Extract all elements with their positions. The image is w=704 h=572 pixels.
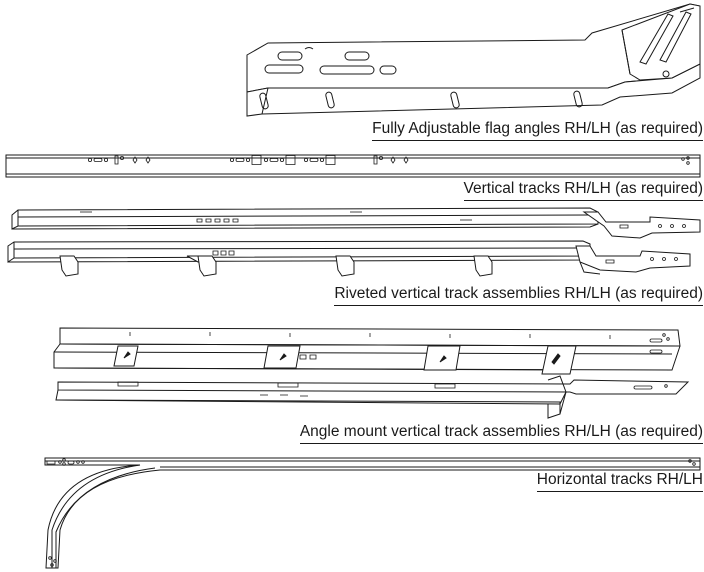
vertical-track-illustration: [6, 155, 700, 177]
horizontal-tracks-label: Horizontal tracks RH/LH: [536, 471, 703, 492]
vertical-tracks-label: Vertical tracks RH/LH (as required): [463, 180, 703, 201]
angle-mount-assembly-illustration: [54, 328, 688, 418]
angle-mount-assemblies-label: Angle mount vertical track assemblies RH…: [299, 423, 703, 444]
flag-angle-illustration: [247, 4, 700, 116]
flag-angles-label: Fully Adjustable flag angles RH/LH (as r…: [372, 120, 703, 141]
riveted-assemblies-label: Riveted vertical track assemblies RH/LH …: [334, 285, 703, 306]
horizontal-track-illustration: [45, 458, 700, 568]
riveted-track-assembly-illustration: [8, 208, 700, 276]
